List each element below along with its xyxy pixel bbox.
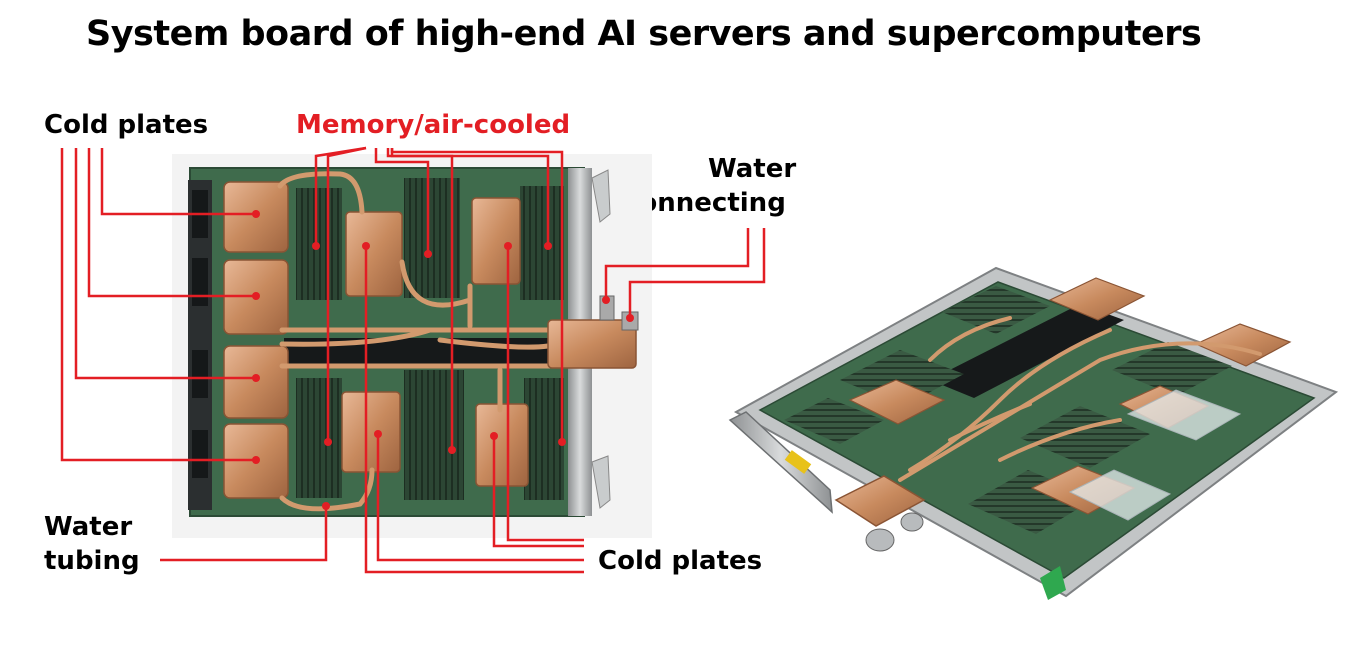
label-water-tubing-line2: tubing	[44, 546, 140, 576]
board-perspective-view	[728, 266, 1339, 600]
page-title: System board of high-end AI servers and …	[86, 14, 1202, 54]
water-tubing-top-view	[277, 171, 563, 512]
label-water-tubing-line1: Water	[44, 512, 133, 542]
board-top-view	[172, 154, 652, 538]
label-cold-plates-top: Cold plates	[44, 110, 209, 140]
callout-dots	[252, 210, 634, 510]
memory-banks-top-view	[296, 178, 564, 500]
label-cold-plates-bottom: Cold plates	[598, 546, 763, 576]
label-water-connecting-line1: Water	[708, 154, 797, 184]
water-connector-top-view	[547, 295, 639, 369]
label-memory-air-cooled: Memory/air-cooled	[296, 110, 571, 140]
callout-lines	[60, 146, 766, 574]
